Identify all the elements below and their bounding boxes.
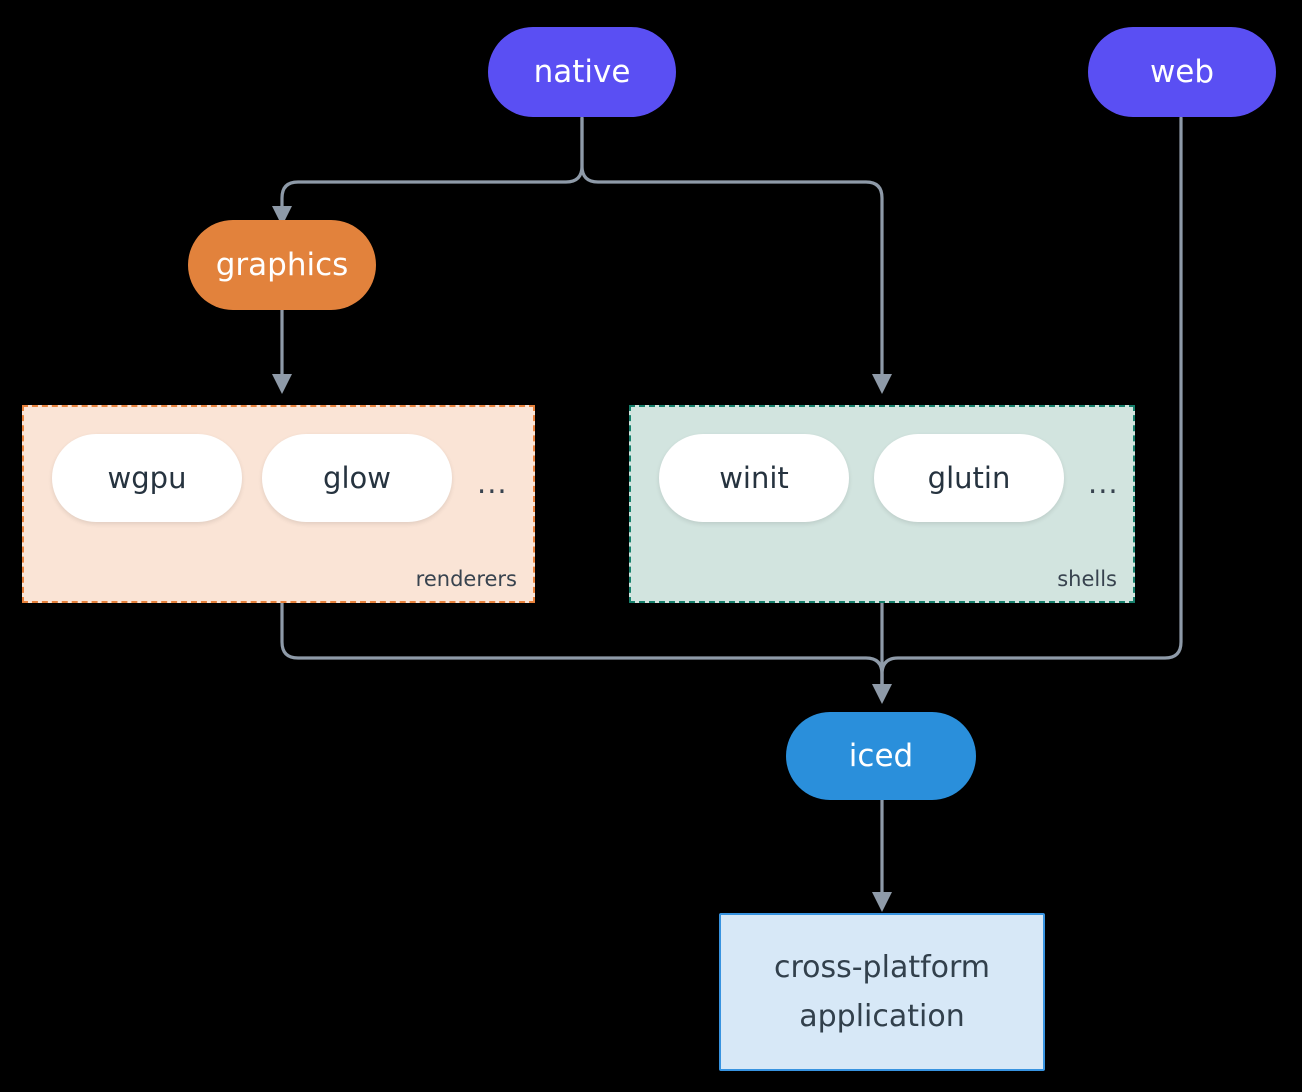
group-shells-label: shells	[1057, 567, 1117, 591]
item-winit[interactable]: winit	[659, 434, 849, 522]
arrowhead-to-graphics	[272, 206, 292, 226]
node-iced[interactable]: iced	[786, 712, 976, 800]
node-application-label-line1: cross-platform	[773, 949, 991, 985]
node-iced-label: iced	[848, 738, 914, 774]
edge-web-iced	[880, 116, 1183, 690]
item-glow[interactable]: glow	[262, 434, 452, 522]
node-native[interactable]: native	[488, 27, 676, 117]
node-graphics-label: graphics	[215, 247, 349, 283]
edge-native-split	[280, 116, 584, 214]
arrowhead-to-renderers	[272, 374, 292, 394]
node-graphics[interactable]: graphics	[188, 220, 376, 310]
shells-overflow-ellipsis: ...	[1088, 466, 1119, 500]
group-renderers: wgpu glow ... renderers	[22, 405, 535, 603]
arrowhead-to-shells	[872, 374, 892, 394]
node-application-label-line2: application	[799, 999, 965, 1034]
node-web-label: web	[1149, 54, 1215, 90]
edge-native-shells	[580, 116, 884, 380]
item-glutin-label: glutin	[927, 461, 1011, 495]
item-wgpu-label: wgpu	[107, 461, 187, 495]
item-wgpu[interactable]: wgpu	[52, 434, 242, 522]
item-glow-label: glow	[323, 461, 391, 495]
item-glutin[interactable]: glutin	[874, 434, 1064, 522]
edge-renderers-iced	[280, 601, 884, 690]
node-web[interactable]: web	[1088, 27, 1276, 117]
item-winit-label: winit	[719, 461, 789, 495]
node-application[interactable]: cross-platform application	[719, 913, 1045, 1071]
arrowhead-to-application	[872, 892, 892, 912]
renderers-overflow-ellipsis: ...	[477, 466, 508, 500]
arrowhead-to-iced	[872, 684, 892, 704]
group-shells: winit glutin ... shells	[629, 405, 1135, 603]
group-renderers-label: renderers	[415, 567, 517, 591]
node-native-label: native	[533, 54, 631, 90]
